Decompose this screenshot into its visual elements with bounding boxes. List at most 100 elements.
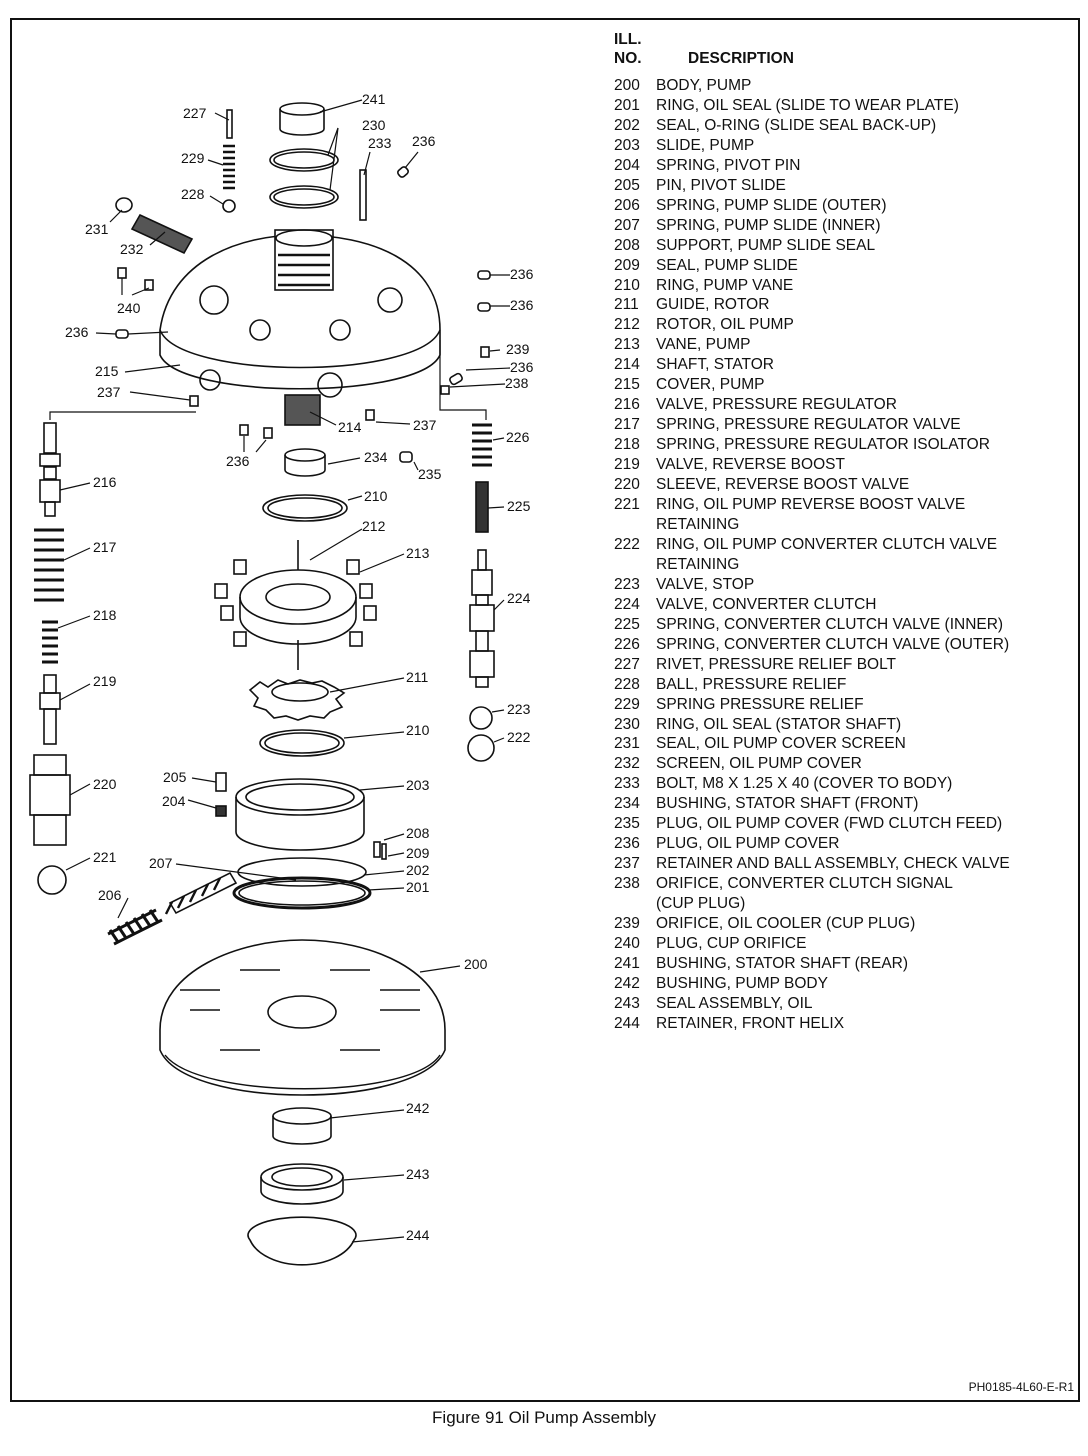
- callout: 207: [149, 855, 173, 871]
- callout: 236: [510, 297, 534, 313]
- legend-row: 213 VANE, PUMP: [614, 335, 1010, 355]
- legend-description: VALVE, PRESSURE REGULATOR: [656, 395, 897, 415]
- legend-description: VANE, PUMP: [656, 335, 750, 355]
- legend-number: 207: [614, 216, 640, 234]
- callout: 206: [98, 887, 122, 903]
- legend-description-line: RIVET, PRESSURE RELIEF BOLT: [656, 655, 897, 673]
- legend-number: 210: [614, 276, 640, 294]
- callout: 208: [406, 825, 430, 841]
- callout: 235: [418, 466, 442, 482]
- callout: 237: [413, 417, 437, 433]
- legend-number: 233: [614, 775, 640, 793]
- callout: 226: [506, 429, 530, 445]
- legend-number: 232: [614, 755, 640, 773]
- legend-description-line: VALVE, STOP: [656, 575, 755, 593]
- callout: 222: [507, 729, 531, 745]
- callout: 242: [406, 1100, 430, 1116]
- legend-description: SPRING, PUMP SLIDE (INNER): [656, 216, 881, 236]
- legend-description-line: PIN, PIVOT SLIDE: [656, 176, 786, 194]
- callout: 219: [93, 673, 117, 689]
- figure-caption: Figure 91 Oil Pump Assembly: [432, 1408, 656, 1427]
- bushing-242-shape: [272, 1107, 332, 1125]
- slide-203-shape: [235, 778, 387, 860]
- legend-number: 238: [614, 875, 640, 893]
- legend-number: 213: [614, 336, 640, 354]
- legend-description-line: RING, OIL SEAL (SLIDE TO WEAR PLATE): [656, 96, 959, 114]
- callout: 236: [65, 324, 89, 340]
- legend-description: RETAINER, FRONT HELIX: [656, 1014, 844, 1034]
- legend-number: 225: [614, 615, 640, 633]
- callout: 234: [364, 449, 388, 465]
- legend-number: 222: [614, 535, 640, 553]
- legend-description-line: SLIDE, PUMP: [656, 136, 755, 154]
- right-valve-stack-shape: [467, 423, 495, 762]
- legend-header-no: NO.: [614, 50, 642, 67]
- vanes-213-shape: [214, 559, 377, 647]
- legend-description: PLUG, OIL PUMP COVER: [656, 834, 839, 854]
- legend-description: BOLT, M8 X 1.25 X 40 (COVER TO BODY): [656, 774, 952, 794]
- legend-number: 237: [614, 855, 640, 873]
- legend-number: 214: [614, 356, 640, 374]
- legend-number: 242: [614, 974, 640, 992]
- page-border: [10, 18, 1080, 1402]
- legend-description-line: SEAL, PUMP SLIDE: [656, 256, 798, 274]
- pump-cover-215-shape: [159, 229, 441, 426]
- legend-description: SPRING, PIVOT PIN: [656, 156, 800, 176]
- pin-205-shape: [215, 772, 227, 792]
- legend-description: SLIDE, PUMP: [656, 136, 754, 156]
- callout: 223: [507, 701, 531, 717]
- legend-row: 210 RING, PUMP VANE: [614, 276, 1010, 296]
- legend-description: SPRING, PRESSURE REGULATOR ISOLATOR: [656, 435, 990, 455]
- legend-row: 232 SCREEN, OIL PUMP COVER: [614, 754, 1010, 774]
- legend-description-line: SUPPORT, PUMP SLIDE SEAL: [656, 236, 876, 254]
- legend-number: 221: [614, 496, 640, 514]
- legend-description-line: SPRING, CONVERTER CLUTCH VALVE (OUTER): [656, 635, 1010, 653]
- callout: 239: [506, 341, 530, 357]
- callout: 211: [406, 669, 429, 685]
- ring-230b-shape: [269, 185, 339, 209]
- legend-description-line: BUSHING, STATOR SHAFT (FRONT): [656, 795, 919, 813]
- legend-description-line: RING, PUMP VANE: [656, 276, 794, 294]
- legend-description: SPRING, CONVERTER CLUTCH VALVE (INNER): [656, 615, 1003, 635]
- guide-211-shape: [248, 679, 346, 721]
- callout: 230: [362, 117, 386, 133]
- bushing-241-shape: [279, 102, 325, 116]
- legend-description-line: VALVE, REVERSE BOOST: [656, 456, 845, 474]
- legend-number: 240: [614, 934, 640, 952]
- legend-description: BUSHING, STATOR SHAFT (FRONT): [656, 794, 918, 814]
- legend-description: GUIDE, ROTOR: [656, 295, 769, 315]
- legend-row: 225 SPRING, CONVERTER CLUTCH VALVE (INNER…: [614, 615, 1010, 635]
- callout: 221: [93, 849, 117, 865]
- legend-row: 201 RING, OIL SEAL (SLIDE TO WEAR PLATE): [614, 96, 1010, 116]
- callout: 228: [181, 186, 205, 202]
- legend-description: ORIFICE, OIL COOLER (CUP PLUG): [656, 914, 915, 934]
- legend-description-line: RETAINING: [656, 555, 740, 573]
- legend-description-line: SEAL ASSEMBLY, OIL: [656, 994, 813, 1012]
- legend-number: 200: [614, 77, 640, 94]
- legend-number: 201: [614, 96, 640, 114]
- bushing-234-shape: [284, 448, 326, 462]
- legend-description: BALL, PRESSURE RELIEF: [656, 675, 846, 695]
- legend-description-line: SHAFT, STATOR: [656, 356, 774, 374]
- legend-description: ROTOR, OIL PUMP: [656, 315, 794, 335]
- spring-207-shape: [168, 871, 238, 915]
- legend-description-line: BUSHING, PUMP BODY: [656, 974, 828, 992]
- callout: 244: [406, 1227, 430, 1243]
- legend-description-line: SCREEN, OIL PUMP COVER: [656, 755, 862, 773]
- legend-description: SPRING, PRESSURE REGULATOR VALVE: [656, 415, 961, 435]
- callout: 227: [183, 105, 207, 121]
- legend-description: RIVET, PRESSURE RELIEF BOLT: [656, 655, 896, 675]
